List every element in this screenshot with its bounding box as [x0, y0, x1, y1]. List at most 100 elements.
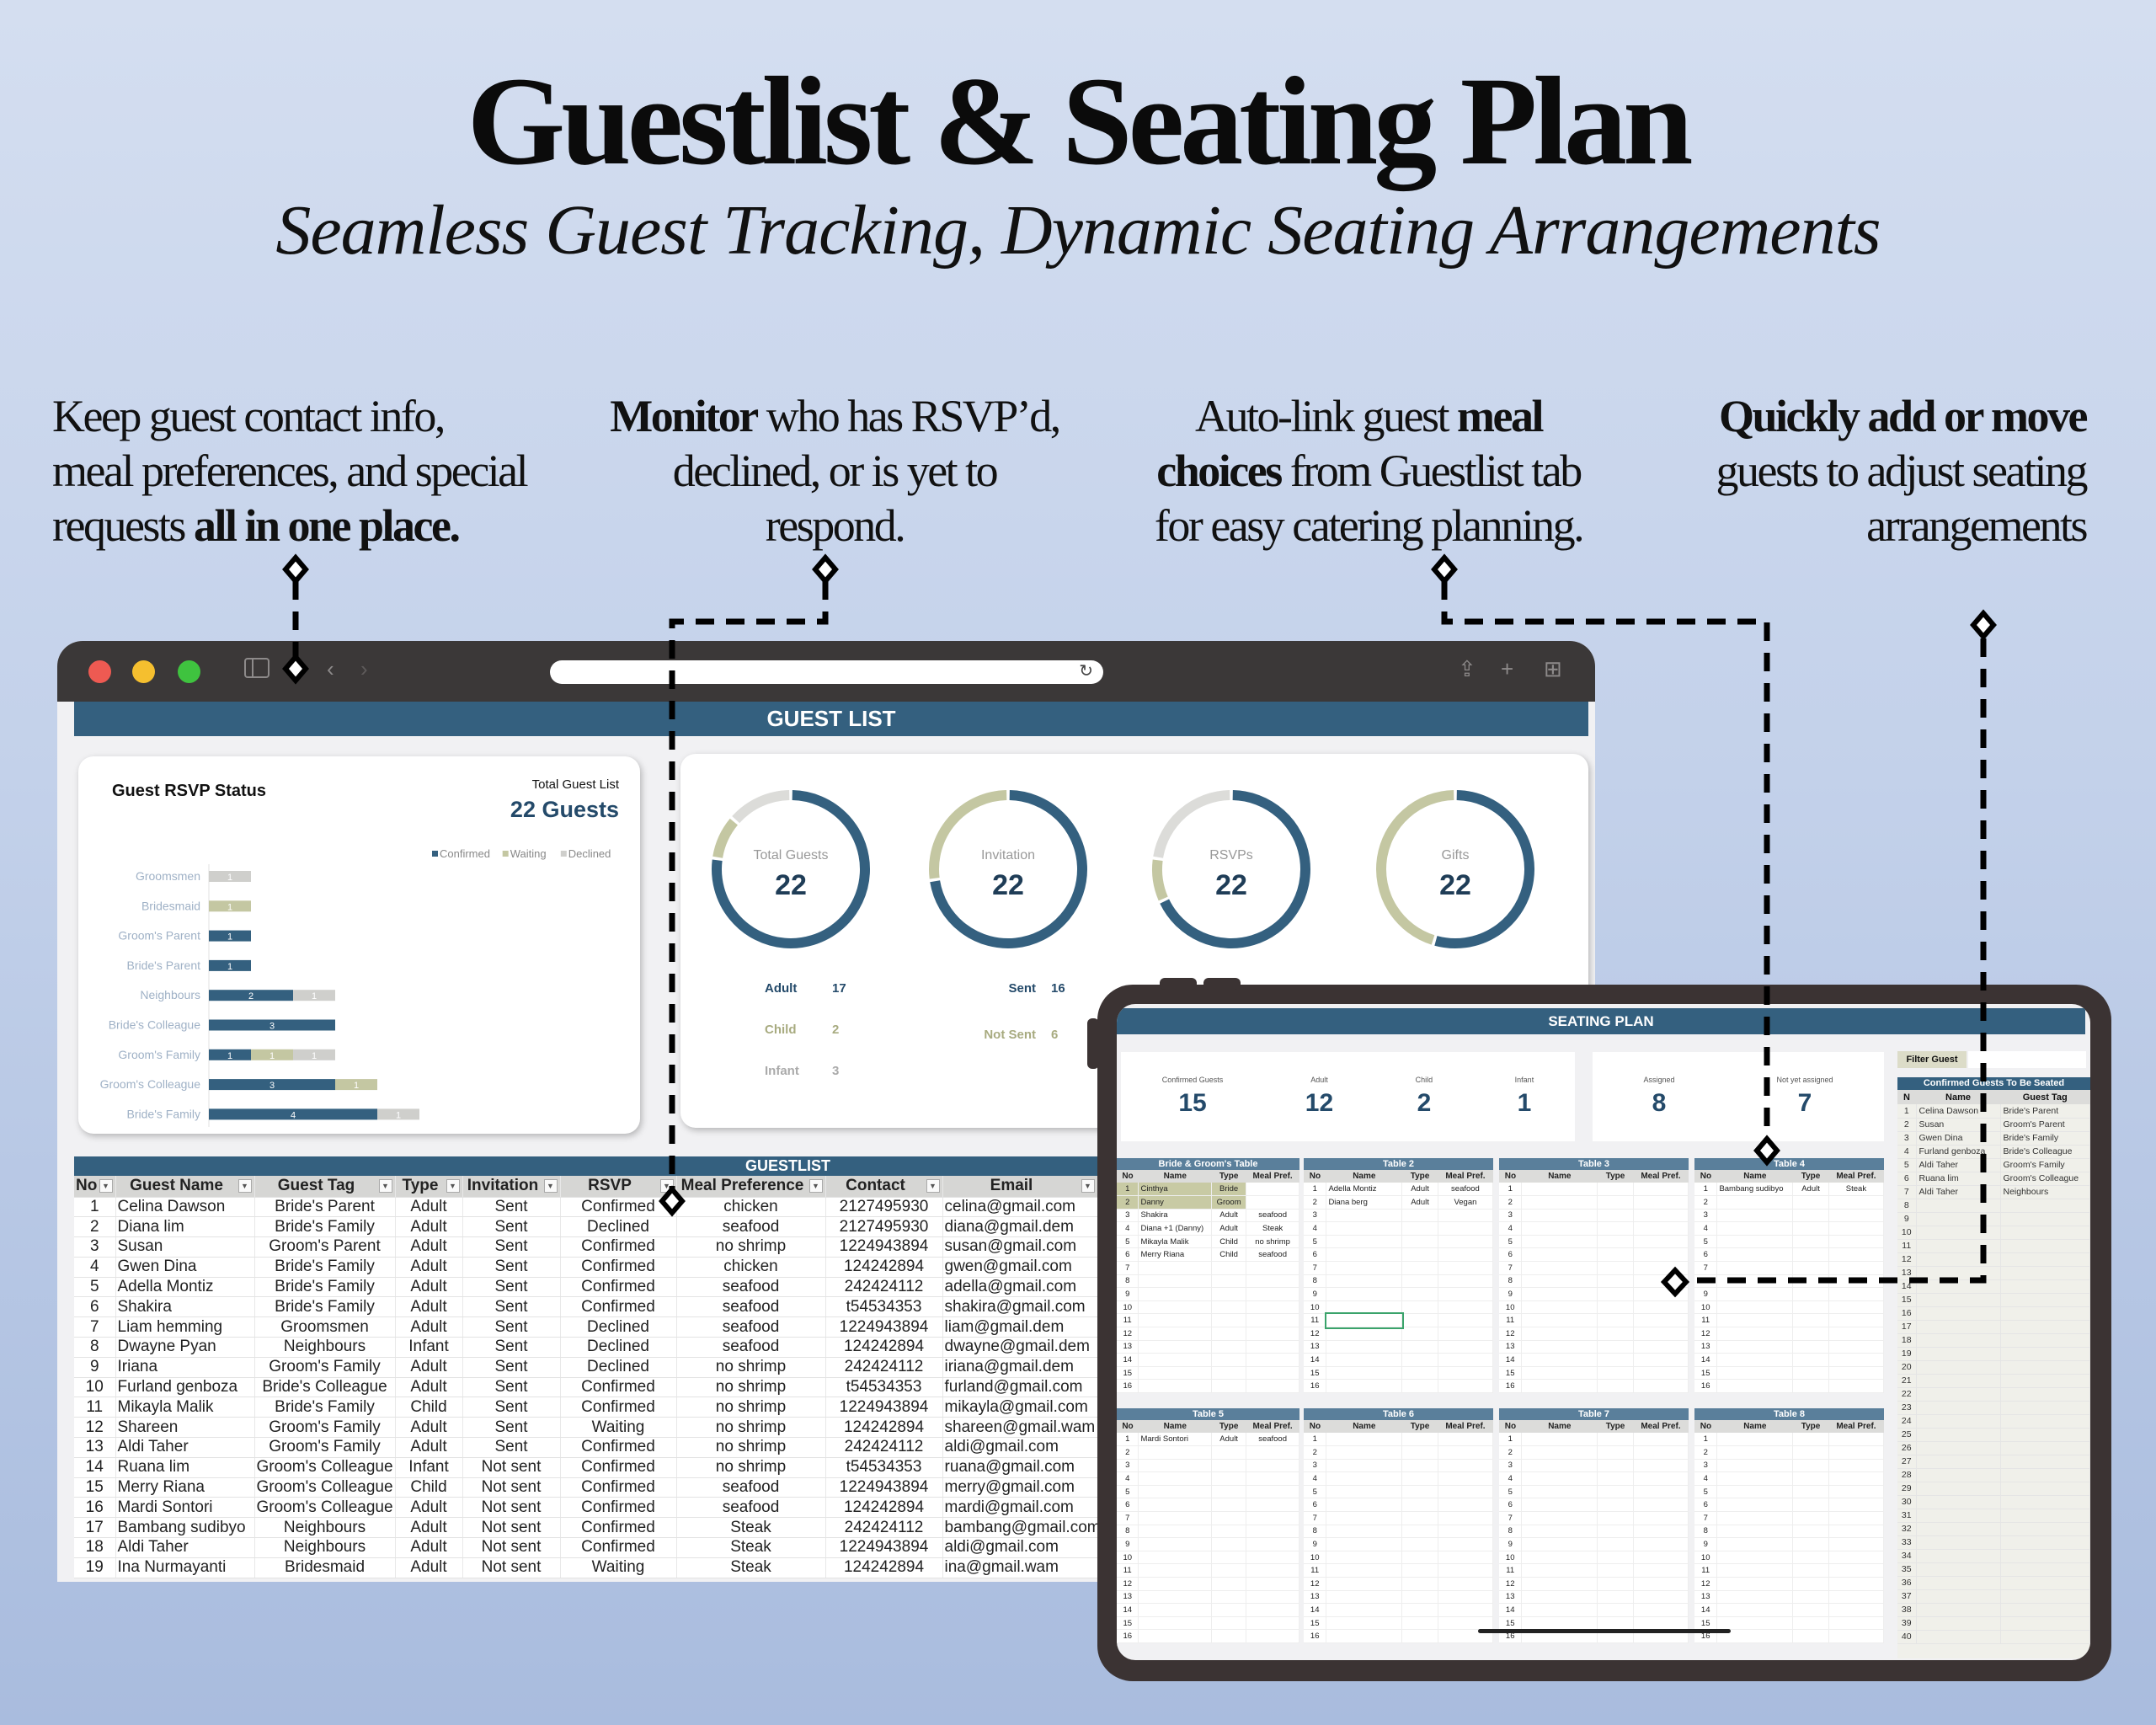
seat-guest-name[interactable]: [1716, 1590, 1794, 1605]
seat-guest-type[interactable]: [1597, 1195, 1634, 1210]
cell-guest-tag[interactable]: Neighbours: [254, 1537, 396, 1558]
seat-meal-pref[interactable]: [1633, 1511, 1689, 1525]
seat-row[interactable]: 10: [1694, 1551, 1885, 1565]
seat-meal-pref[interactable]: [1828, 1327, 1885, 1341]
filter-dropdown-icon[interactable]: ▼: [446, 1179, 460, 1193]
seat-guest-type[interactable]: [1211, 1629, 1247, 1643]
seat-guest-type[interactable]: [1597, 1247, 1634, 1263]
seat-row[interactable]: 15: [1117, 1366, 1299, 1381]
seat-row[interactable]: 4: [1117, 1471, 1299, 1486]
seat-row[interactable]: 11: [1499, 1313, 1689, 1328]
cell-rsvp[interactable]: Confirmed: [560, 1377, 677, 1398]
seat-guest-name[interactable]: [1138, 1274, 1213, 1289]
seat-guest-type[interactable]: [1792, 1551, 1829, 1565]
seat-row[interactable]: 14: [1117, 1603, 1299, 1617]
cell-guest-name[interactable]: Adella Montiz: [115, 1277, 255, 1298]
guest-name[interactable]: [1916, 1616, 2001, 1631]
cell-email[interactable]: shakira@gmail.com: [942, 1296, 1098, 1318]
seat-row[interactable]: 15: [1499, 1616, 1689, 1631]
seat-guest-type[interactable]: [1401, 1274, 1438, 1289]
seat-meal-pref[interactable]: [1828, 1551, 1885, 1565]
reload-icon[interactable]: ↻: [1079, 662, 1093, 681]
cell-type[interactable]: Child: [395, 1477, 463, 1498]
seat-guest-name[interactable]: [1521, 1327, 1598, 1341]
cell-guest-name[interactable]: Diana lim: [115, 1216, 255, 1238]
seat-guest-type[interactable]: [1401, 1235, 1438, 1249]
seat-meal-pref[interactable]: [1246, 1551, 1299, 1565]
seat-guest-name[interactable]: [1716, 1287, 1794, 1301]
seat-meal-pref[interactable]: no shrimp: [1246, 1235, 1299, 1249]
seat-guest-type[interactable]: [1792, 1209, 1829, 1223]
cell-guest-tag[interactable]: Bride's Parent: [254, 1197, 396, 1218]
cell-guest-name[interactable]: Mikayla Malik: [115, 1397, 255, 1418]
seat-meal-pref[interactable]: Steak: [1828, 1183, 1885, 1197]
cell-meal-preference[interactable]: seafood: [676, 1337, 826, 1358]
seat-meal-pref[interactable]: [1828, 1340, 1885, 1354]
seat-meal-pref[interactable]: [1438, 1616, 1494, 1631]
seat-guest-name[interactable]: [1326, 1366, 1403, 1381]
seat-row[interactable]: 16: [1694, 1379, 1885, 1393]
cell-type[interactable]: Adult: [395, 1377, 463, 1398]
cell-meal-preference[interactable]: no shrimp: [676, 1357, 826, 1378]
seat-guest-type[interactable]: Groom: [1211, 1195, 1247, 1210]
seat-guest-type[interactable]: [1792, 1590, 1829, 1605]
seat-guest-type[interactable]: [1597, 1300, 1634, 1315]
seat-guest-name[interactable]: [1521, 1366, 1598, 1381]
seat-row[interactable]: 5: [1499, 1235, 1689, 1249]
column-header-email[interactable]: Email▼: [942, 1176, 1098, 1198]
seat-meal-pref[interactable]: [1438, 1551, 1494, 1565]
seat-row[interactable]: 12: [1499, 1327, 1689, 1341]
cell-rsvp[interactable]: Confirmed: [560, 1296, 677, 1318]
seat-row[interactable]: 2: [1304, 1445, 1494, 1460]
seat-meal-pref[interactable]: [1438, 1537, 1494, 1551]
seat-guest-name[interactable]: [1716, 1209, 1794, 1223]
seat-guest-type[interactable]: [1597, 1603, 1634, 1617]
seat-guest-type[interactable]: [1792, 1300, 1829, 1315]
cell-email[interactable]: shareen@gmail.wam: [942, 1417, 1098, 1439]
cell-email[interactable]: celina@gmail.com: [942, 1197, 1098, 1218]
seat-meal-pref[interactable]: [1633, 1209, 1689, 1223]
seat-row[interactable]: 5: [1304, 1485, 1494, 1499]
cell-guest-tag[interactable]: Bride's Family: [254, 1397, 396, 1418]
seat-row[interactable]: 4: [1499, 1221, 1689, 1236]
cell-email[interactable]: bambang@gmail.com: [942, 1517, 1098, 1539]
filter-dropdown-icon[interactable]: ▼: [659, 1179, 674, 1193]
seat-guest-type[interactable]: [1211, 1366, 1247, 1381]
to-be-seated-row[interactable]: 13: [1897, 1266, 2090, 1280]
cell-guest-tag[interactable]: Groom's Parent: [254, 1236, 396, 1258]
seat-guest-name[interactable]: [1521, 1379, 1598, 1393]
cell-guest-name[interactable]: Iriana: [115, 1357, 255, 1378]
seat-meal-pref[interactable]: [1828, 1471, 1885, 1486]
seat-guest-type[interactable]: [1597, 1537, 1634, 1551]
cell-rsvp[interactable]: Declined: [560, 1216, 677, 1238]
seat-guest-name[interactable]: [1326, 1511, 1403, 1525]
to-be-seated-row[interactable]: 26: [1897, 1441, 2090, 1455]
seat-guest-type[interactable]: Bride: [1211, 1183, 1247, 1197]
cell-email[interactable]: ruana@gmail.com: [942, 1457, 1098, 1478]
seat-guest-type[interactable]: [1792, 1616, 1829, 1631]
seat-guest-type[interactable]: [1401, 1551, 1438, 1565]
seat-guest-type[interactable]: Adult: [1792, 1183, 1829, 1197]
seat-row[interactable]: 9: [1117, 1537, 1299, 1551]
to-be-seated-row[interactable]: 18: [1897, 1333, 2090, 1348]
guest-name[interactable]: [1916, 1455, 2001, 1469]
seat-guest-name[interactable]: [1138, 1629, 1213, 1643]
seat-guest-type[interactable]: [1792, 1235, 1829, 1249]
seat-guest-type[interactable]: [1401, 1433, 1438, 1447]
seat-guest-type[interactable]: [1211, 1327, 1247, 1341]
seat-guest-name[interactable]: [1716, 1537, 1794, 1551]
seat-row[interactable]: 12: [1694, 1577, 1885, 1591]
cell-meal-preference[interactable]: Steak: [676, 1537, 826, 1558]
cell-invitation[interactable]: Sent: [462, 1437, 561, 1458]
seat-row[interactable]: 6: [1499, 1498, 1689, 1513]
column-header-guest-tag[interactable]: Guest Tag▼: [254, 1176, 396, 1198]
seat-row[interactable]: 10: [1304, 1300, 1494, 1315]
cell-guest-tag[interactable]: Groom's Colleague: [254, 1497, 396, 1519]
